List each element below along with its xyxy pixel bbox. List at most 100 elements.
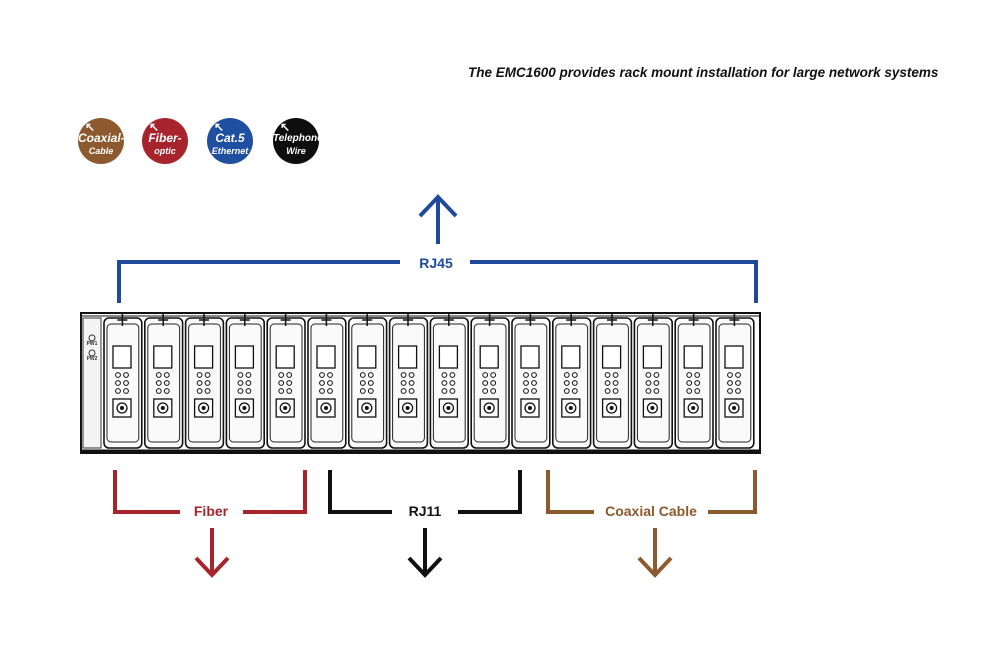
status-led-icon (400, 372, 407, 378)
coaxial-cable-badge: ↖ Coaxial- Cable (78, 118, 125, 164)
status-led-icon (523, 388, 529, 394)
slot-card (103, 317, 143, 449)
slot-card (266, 317, 306, 449)
status-led-icon (196, 372, 203, 378)
status-led-icon (645, 388, 652, 394)
status-led-icon (359, 380, 366, 386)
status-led-icon (204, 372, 211, 378)
badge-sub-label: Ethernet (211, 146, 249, 156)
rj11-bracket (458, 470, 522, 514)
status-led-icon (571, 380, 578, 386)
status-led-icon (163, 372, 170, 378)
slot-card (674, 317, 714, 449)
status-led-icon (531, 388, 537, 394)
connector-pin-icon (691, 406, 696, 410)
status-led-icon (653, 372, 660, 378)
status-led-icon (604, 388, 611, 394)
status-led-icon (400, 380, 407, 386)
connector-icon (646, 402, 659, 414)
caption: The EMC1600 provides rack mount installa… (468, 65, 939, 80)
port-window (601, 345, 622, 369)
status-led-icon (408, 380, 415, 386)
slot-card (388, 317, 429, 449)
status-led-icon (196, 380, 203, 386)
status-led-icon (367, 372, 374, 378)
psu-panel (82, 317, 102, 449)
coaxial-bracket (546, 470, 594, 514)
connector-pin-icon (732, 406, 736, 410)
connector-pin-icon (609, 406, 614, 410)
status-led-icon (612, 372, 619, 378)
status-led-icon (612, 388, 619, 394)
status-led-icon (204, 388, 211, 394)
converter-slot (592, 314, 633, 449)
port-window (234, 345, 255, 369)
fiber-bracket (243, 470, 307, 514)
connector-pin-icon (487, 406, 492, 410)
power-led-icon (88, 349, 96, 357)
badge-main-label: Coaxial- (78, 131, 125, 145)
status-led-icon (155, 388, 162, 394)
status-led-icon (686, 380, 693, 386)
connector-icon (157, 402, 169, 414)
cat5-ethernet-badge: ↖ Cat.5 Ethernet (207, 118, 253, 164)
status-led-icon (531, 372, 537, 378)
down-arrow-icon (407, 528, 443, 578)
status-led-icon (286, 380, 293, 386)
rj11-bracket (328, 470, 392, 514)
slot-card (429, 317, 469, 449)
status-led-icon (237, 380, 244, 386)
down-arrow-icon (194, 528, 230, 578)
status-led-icon (319, 372, 325, 378)
fiber-bracket (113, 470, 180, 514)
status-led-icon (645, 372, 652, 378)
badge-main-label: Fiber- (148, 131, 182, 145)
arrow-icon: ↖ (214, 120, 225, 134)
status-led-icon (155, 372, 162, 378)
status-led-icon (482, 380, 489, 386)
status-led-icon (327, 372, 333, 378)
status-led-icon (653, 388, 660, 394)
status-led-icon (694, 388, 701, 394)
status-led-icon (604, 372, 611, 378)
slot-card (551, 317, 592, 449)
slot-card (633, 317, 674, 449)
converter-slot (307, 314, 347, 449)
status-led-icon (735, 380, 741, 386)
up-arrow-icon (418, 194, 458, 244)
status-led-icon (490, 388, 497, 394)
connector-icon (483, 402, 495, 414)
status-led-icon (694, 372, 701, 378)
rj45-bracket (117, 260, 400, 303)
status-led-icon (482, 388, 489, 394)
port-window (316, 345, 336, 369)
badge-sub-label: Wire (286, 146, 306, 156)
status-led-icon (735, 388, 741, 394)
arrow-icon: ↖ (149, 120, 160, 134)
status-led-icon (115, 380, 121, 386)
status-led-icon (286, 388, 293, 394)
status-led-icon (523, 380, 529, 386)
status-led-icon (123, 372, 129, 378)
status-led-icon (653, 380, 660, 386)
arrow-icon: ↖ (280, 120, 291, 134)
rj45-bracket (470, 260, 758, 303)
converter-slot (225, 314, 265, 449)
status-led-icon (237, 388, 244, 394)
status-led-icon (196, 388, 203, 394)
rj11-bracket-group: RJ11 (328, 470, 522, 578)
port-window (153, 345, 173, 369)
status-led-icon (163, 388, 170, 394)
slot-card (307, 317, 347, 449)
port-window (724, 345, 744, 369)
status-led-icon (727, 372, 733, 378)
rj45-bracket-group: RJ45 (117, 194, 758, 303)
converter-slot (633, 314, 674, 449)
converter-slot (674, 314, 714, 449)
down-arrow-icon (637, 528, 673, 578)
connector-pin-icon (364, 406, 369, 410)
status-led-icon (278, 380, 285, 386)
port-window (275, 345, 295, 369)
